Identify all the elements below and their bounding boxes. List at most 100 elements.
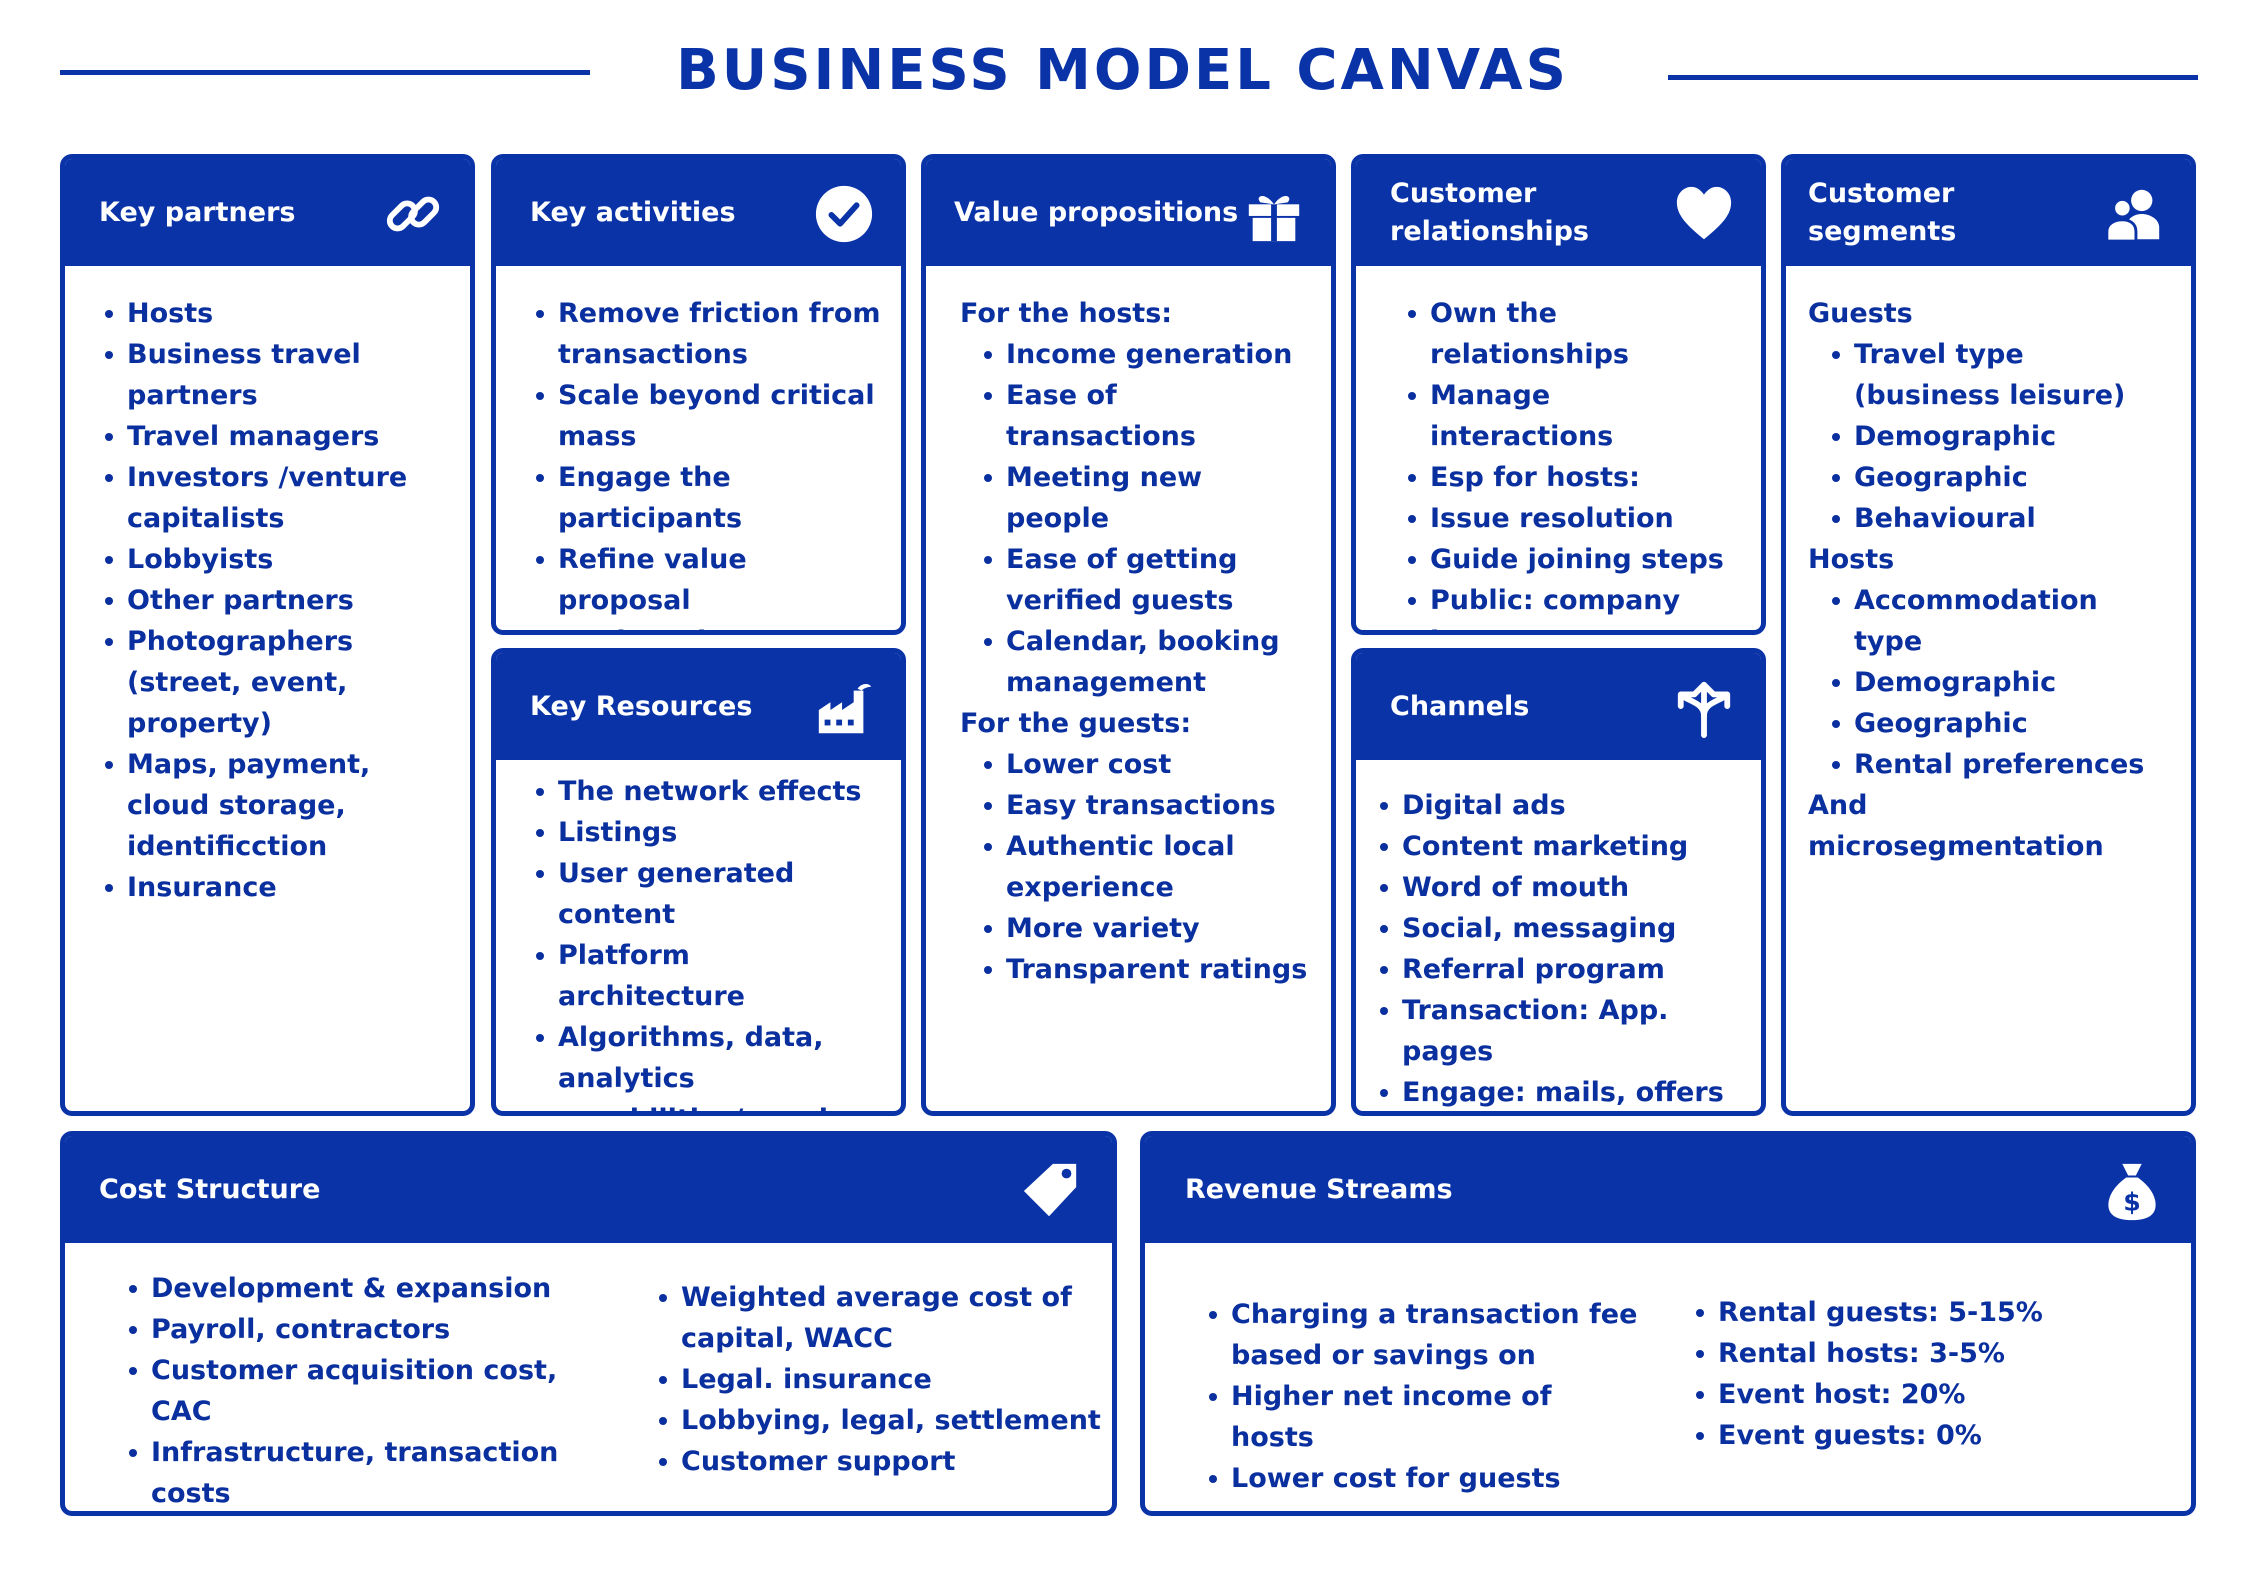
list-item: Other partners [99,580,450,621]
list-item: Guide joining steps [1402,539,1741,580]
gift-icon [1243,183,1305,245]
segments-footer: And microsegmentation [1808,790,2104,862]
list-item: Hosts [99,293,450,334]
users-icon [2103,183,2165,245]
list-item: Rental hosts: 3-5% [1690,1333,2140,1374]
list-item: Authentic local experience [978,826,1311,908]
check-circle-icon [813,183,875,245]
revenue-column-1: Charging a transaction fee based or savi… [1203,1294,1643,1499]
list-item: Event guests: 0% [1690,1415,2140,1456]
list-item: Ease of getting verified guests [978,539,1311,621]
list-item: Esp for hosts: [1402,457,1741,498]
list-item: Own the relationships [1402,293,1741,375]
list-item: Lower cost for guests [1203,1458,1643,1499]
list-item: The network effects [530,771,881,812]
list-item: Engage the participants [530,457,881,539]
card-title: Customer segments [1808,177,1957,247]
link-icon [382,183,444,245]
card-title: Key activities [530,196,736,228]
list-item: Customer acquisition cost, CAC [123,1350,623,1432]
list-item: Algorithms, data, analytics capabilities… [530,1017,881,1111]
list-item: Remove friction from transactions [530,293,881,375]
list-item: Issue resolution [1402,498,1741,539]
list-item: Event host: 20% [1690,1374,2140,1415]
card-header: Key Resources [496,653,901,760]
card-header: Key partners [65,159,470,266]
list-item: Payroll, contractors [123,1309,623,1350]
price-tag-icon [1020,1160,1082,1222]
card-header: Customer segments [1786,159,2191,266]
list-item: Weighted average cost of capital, WACC [653,1277,1103,1359]
list-item: Development & expansion [123,1268,623,1309]
list-item: Engage: mails, offers [1374,1072,1741,1111]
list-item: Rental preferences [1826,744,2171,785]
group-label: Guests [1808,298,1913,329]
money-bag-icon: $ [2101,1160,2163,1222]
list-item: Easy transactions [978,785,1311,826]
list-item: Transparent ratings [978,949,1311,990]
list-item: Listings [530,812,881,853]
list-item: More variety [978,908,1311,949]
list-item: Insurance [99,867,450,908]
list-item: Social, messaging [1374,908,1741,949]
group-label: Hosts [1808,544,1895,575]
list-item: Demographic [1826,416,2171,457]
list-item: Infrastructure, transaction costs [123,1432,623,1511]
page-title: BUSINESS MODEL CANVAS [676,38,1569,103]
card-title: Value propositions [954,196,1239,228]
list-item: Analyse data & improve [530,621,881,630]
card-header: Cost Structure [65,1136,1112,1243]
list-item: Investors /venture capitalists [99,457,450,539]
list-item: Behavioural [1826,498,2171,539]
list-item: Platform architecture [530,935,881,1017]
key-activities-card: Key activities Remove friction from tran… [491,154,906,635]
list-item: Income generation [978,334,1311,375]
list-item: Rental guests: 5-15% [1690,1292,2140,1333]
list-item: Refine value proposal [530,539,881,621]
card-title: Customer relationships [1390,177,1589,247]
card-header: Channels [1356,653,1761,760]
card-body: Guests Travel type (business leisure)Dem… [1808,293,2171,867]
card-header: Value propositions [926,159,1331,266]
list-item: Higher net income of hosts [1203,1376,1643,1458]
list-item: Meeting new people [978,457,1311,539]
list-item: Lobbyists [99,539,450,580]
title-divider-left [60,70,590,75]
customer-relationships-card: Customer relationships Own the relations… [1351,154,1766,635]
list-item: Scale beyond critical mass [530,375,881,457]
revenue-streams-card: Revenue Streams $ Charging a transaction… [1140,1131,2196,1516]
list-item: Geographic [1826,457,2171,498]
list-item: Referral program [1374,949,1741,990]
list-item: User generated content [530,853,881,935]
card-title: Key Resources [530,690,753,722]
list-item: Lower cost [978,744,1311,785]
list-item: Transaction: App. pages [1374,990,1741,1072]
factory-icon [813,677,875,739]
list-item: Calendar, booking management [978,621,1311,703]
svg-text:$: $ [2123,1187,2141,1216]
list-item: Legal. insurance [653,1359,1103,1400]
list-item: Word of mouth [1374,867,1741,908]
list-item: Accommodation type [1826,580,2171,662]
list-item: Photographers (street, event, property) [99,621,450,744]
list-item: Lobbying, legal, settlement [653,1400,1103,1441]
group-label: For the hosts: [960,298,1173,329]
heart-icon [1673,183,1735,245]
list-item: Manage interactions [1402,375,1741,457]
list-item: Travel type (business leisure) [1826,334,2171,416]
title-bar: BUSINESS MODEL CANVAS [0,0,2245,150]
list-item: Maps, payment, cloud storage, identificc… [99,744,450,867]
revenue-column-2: Rental guests: 5-15%Rental hosts: 3-5%Ev… [1690,1292,2140,1456]
card-title: Key partners [99,196,296,228]
list-item: Ease of transactions [978,375,1311,457]
